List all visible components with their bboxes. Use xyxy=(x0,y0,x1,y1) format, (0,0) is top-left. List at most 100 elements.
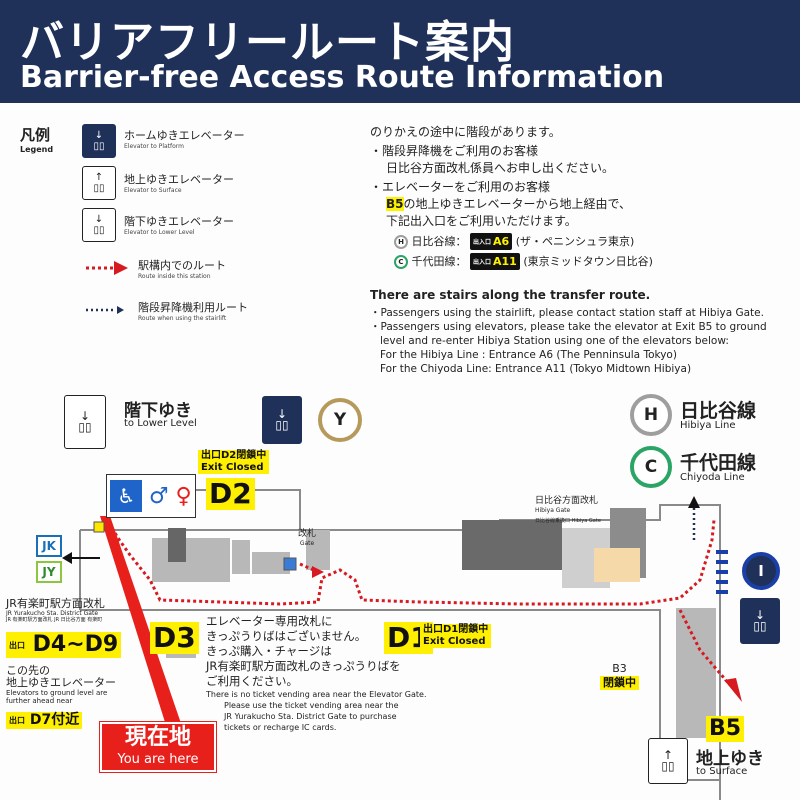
you-are-here-badge: 現在地 You are here xyxy=(100,722,216,772)
hibiya-line-en: Hibiya Line xyxy=(680,420,736,431)
legend-item-surface: 地上ゆきエレベーター Elevator to Surface xyxy=(124,171,234,194)
legend-item-platform: ホームゆきエレベーター Elevator to Platform xyxy=(124,127,245,150)
further-en: further ahead near xyxy=(6,697,73,705)
d1-closed-badge: 出口D1閉鎖中 Exit Closed xyxy=(420,624,492,648)
notice-line: ・Passengers using elevators, please take… xyxy=(370,321,767,333)
note-jp: JR有楽町駅方面改札のきっぷうりばを xyxy=(206,659,401,673)
note-en: There is no ticket vending area near the… xyxy=(206,690,427,699)
surface-jp: 地上ゆき xyxy=(696,749,764,769)
notice-line: ・Passengers using the stairlift, please … xyxy=(370,307,764,319)
jr-gate-sub: JR 有楽町駅方面改札 JR 日比谷方面 有楽町 xyxy=(6,617,103,623)
elevator-lower-map-icon: ↓▯▯ xyxy=(64,395,106,449)
chiyoda-line-icon: C xyxy=(394,255,408,269)
note-jp: ご利用ください。 xyxy=(206,674,298,688)
notice-line: 日比谷方面改札係員へお申し出ください。 xyxy=(386,161,615,175)
elevator-platform-map-icon-right: ↓▯▯ xyxy=(740,598,780,644)
chiyoda-line-label: 千代田線： xyxy=(411,255,467,268)
h-line-icon: H xyxy=(630,394,672,436)
surface-en: to Surface xyxy=(696,766,748,777)
exit-d4-d9: 出口 D4~D9 xyxy=(6,632,122,658)
i-line-icon: I xyxy=(742,552,780,590)
lower-level-jp: 階下ゆき xyxy=(124,401,192,421)
jy-line-icon: JY xyxy=(36,561,62,583)
legend-jp: 階下ゆきエレベーター xyxy=(124,215,234,228)
legend-en: Elevator to Lower Level xyxy=(124,229,195,236)
elevator-gate-label: 改札 Gate xyxy=(298,530,316,548)
notice-line: ・エレベーターをご利用のお客様 xyxy=(370,180,551,194)
legend-item-lower: 階下ゆきエレベーター Elevator to Lower Level xyxy=(124,213,234,236)
exit-d7: 出口 D7付近 xyxy=(6,712,83,729)
further-en: Elevators to ground level are xyxy=(6,689,108,697)
y-line-icon: Y xyxy=(318,398,362,442)
exit-d3: D3 xyxy=(150,622,199,654)
jr-gate-label: JR有楽町駅方面改札 JR Yurakucho Sta. District Ga… xyxy=(6,597,105,624)
d2-closed-jp: 出口D2閉鎖中 xyxy=(201,450,267,461)
d2-closed-badge: 出口D2閉鎖中 Exit Closed xyxy=(198,450,270,474)
title-english: Barrier-free Access Route Information xyxy=(20,60,665,95)
hibiya-gate-jp: 日比谷方面改札 xyxy=(535,496,599,506)
legend-title-en: Legend xyxy=(20,145,54,154)
hibiya-gate-sub: 日比谷線乗換口 Hibiya Gate xyxy=(535,518,601,524)
elevator-surface-icon: ↑▯▯ xyxy=(82,166,116,200)
legend-en: Elevator to Platform xyxy=(124,143,185,150)
b3-closed: 閉鎖中 xyxy=(600,676,639,690)
lower-level-en: to Lower Level xyxy=(124,418,197,429)
b5-highlight: B5 xyxy=(386,197,404,211)
jr-gate-en: JR Yurakucho Sta. District Gate xyxy=(6,610,99,617)
station-map xyxy=(62,489,742,800)
notice-english: There are stairs along the transfer rout… xyxy=(370,288,767,376)
legend-jp: 駅構内でのルート xyxy=(138,259,226,272)
chiyoda-line-jp: 千代田線 xyxy=(680,452,757,474)
note-jp: エレベーター専用改札に xyxy=(206,614,333,628)
you-are-here-en: You are here xyxy=(117,752,199,767)
legend-en: Route inside this station xyxy=(138,273,211,280)
jk-line-icon: JK xyxy=(36,535,62,557)
hibiya-line-jp: 日比谷線 xyxy=(680,400,757,422)
elevator-platform-icon: ↓▯▯ xyxy=(82,124,116,158)
legend-title-jp: 凡例 xyxy=(20,126,51,144)
note-jp: きっぷうりばはございません。 xyxy=(206,629,367,643)
elevator-gate-note: エレベーター専用改札に きっぷうりばはございません。 きっぷ購入・チャージは J… xyxy=(206,614,427,733)
b3-label: B3 xyxy=(612,662,627,675)
legend-jp: 地上ゆきエレベーター xyxy=(124,173,234,186)
notice-line: For the Hibiya Line : Entrance A6 (The P… xyxy=(380,349,677,361)
hibiya-gate-en: Hibiya Gate xyxy=(535,507,571,514)
legend-jp: ホームゆきエレベーター xyxy=(124,129,245,142)
legend-item-stairlift: 階段昇降機利用ルート Route when using the stairlif… xyxy=(138,299,248,322)
exit-b5: B5 xyxy=(706,716,745,742)
legend-en: Route when using the stairlift xyxy=(138,315,227,322)
d1-closed-en: Exit Closed xyxy=(423,636,486,647)
further-jp: この先の xyxy=(6,664,50,677)
b3-closed-label: B3 閉鎖中 xyxy=(600,662,639,690)
legend-en: Elevator to Surface xyxy=(124,187,182,194)
jr-gate-jp: JR有楽町駅方面改札 xyxy=(6,597,105,610)
hibiya-line-label: 日比谷線： xyxy=(411,235,467,248)
you-are-here-jp: 現在地 xyxy=(124,725,191,750)
male-toilet-icon: ♂ xyxy=(149,483,169,509)
wheelchair-icon: ♿ xyxy=(110,480,143,512)
hibiya-gate-label: 日比谷方面改札 Hibiya Gate 日比谷線乗換口 Hibiya Gate xyxy=(535,496,601,526)
exit-d2: D2 xyxy=(206,478,255,510)
header-banner: バリアフリールート案内 Barrier-free Access Route In… xyxy=(0,0,800,103)
note-en: Please use the ticket vending area near … xyxy=(224,701,399,710)
further-elevator-note: この先の 地上ゆきエレベーター Elevators to ground leve… xyxy=(6,664,116,706)
d1-closed-jp: 出口D1閉鎖中 xyxy=(423,624,489,635)
legend-title: 凡例 Legend xyxy=(20,124,53,154)
notice-line: There are stairs along the transfer rout… xyxy=(370,288,651,302)
notice-line: 下記出入口をご利用いただけます。 xyxy=(386,214,577,228)
note-en: JR Yurakucho Sta. District Gate to purch… xyxy=(224,712,397,721)
notice-japanese: のりかえの途中に階段があります。 ・階段昇降機をご利用のお客様 日比谷方面改札係… xyxy=(370,124,653,270)
further-jp: 地上ゆきエレベーター xyxy=(6,676,116,689)
notice-line: のりかえの途中に階段があります。 xyxy=(370,125,561,139)
note-jp: きっぷ購入・チャージは xyxy=(206,644,332,658)
midtown-label: (東京ミッドタウン日比谷) xyxy=(523,255,653,268)
notice-line: level and re-enter Hibiya Station using … xyxy=(380,335,729,347)
legend-item-route: 駅構内でのルート Route inside this station xyxy=(138,257,226,280)
title-japanese: バリアフリールート案内 xyxy=(20,17,515,68)
gate-jp: 改札 xyxy=(298,529,317,539)
restroom-sign: ♿ ♂ ♀ xyxy=(106,474,196,518)
d2-closed-en: Exit Closed xyxy=(201,462,264,473)
